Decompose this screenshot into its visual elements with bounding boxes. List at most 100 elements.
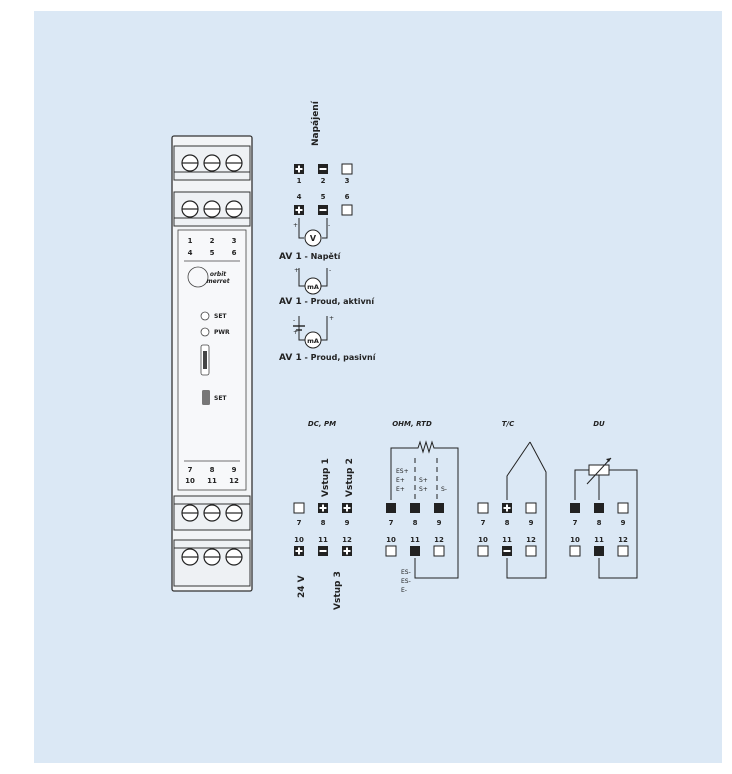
logo-text-2: merret (206, 278, 230, 285)
ohm-pin-7 (386, 503, 396, 513)
output-pin-5 (318, 205, 328, 215)
module-pin-9: 9 (232, 466, 237, 474)
screw-terminal[interactable] (203, 200, 221, 218)
module-pin-2: 2 (210, 237, 215, 245)
plus-sign: + (293, 222, 298, 229)
ohm-pin-number: 11 (410, 536, 420, 544)
minus-sign: - (328, 222, 330, 229)
ohm-pin-10 (385, 545, 397, 557)
voltmeter-icon (304, 229, 322, 247)
screw-terminal[interactable] (225, 504, 243, 522)
input-thermocouple: T/C 7 8 9 10 11 12 (477, 420, 547, 579)
output-pin-1 (294, 164, 304, 174)
du-pin-8 (594, 503, 604, 513)
minus-sign: - (293, 317, 295, 324)
module-pin-7: 7 (188, 466, 193, 474)
input-dc-pm: DC, PM Vstup 1 Vstup 2 7 8 9 10 11 12 24… (293, 420, 355, 610)
du-pin-12 (617, 545, 629, 557)
input3-label: Vstup 3 (333, 571, 343, 610)
ohm-pin-number: 12 (434, 536, 444, 544)
ohm-label-es-minus: ES- (401, 569, 411, 576)
ohm-pin-number: 9 (437, 519, 442, 527)
logo-text-1: orbit (210, 271, 227, 278)
dc-pin-11 (318, 546, 328, 556)
set-button-label: SET (214, 395, 227, 402)
dc-pin-number: 9 (345, 519, 350, 527)
output-pin-2 (318, 164, 328, 174)
dc-pin-number: 12 (342, 536, 352, 544)
du-pin-number: 7 (573, 519, 578, 527)
du-pin-number: 11 (594, 536, 604, 544)
input-potentiometer: DU 7 8 9 10 11 12 (569, 420, 638, 579)
tc-pin-8 (502, 503, 512, 513)
dc-pin-8 (318, 503, 328, 513)
module-pin-4: 4 (188, 249, 193, 257)
supply-label: Napájení (311, 100, 321, 146)
plus-sign: + (329, 315, 334, 322)
input2-label: Vstup 2 (345, 458, 355, 497)
tc-pin-number: 11 (502, 536, 512, 544)
ohm-label-s-plus: S+ (419, 486, 428, 493)
screw-terminal[interactable] (225, 154, 243, 172)
tc-pin-12 (525, 545, 537, 557)
input-ohm-rtd: OHM, RTD ES+ E+ E+ S+ S+ S- 7 8 9 10 11 … (385, 420, 459, 594)
output-pin-number: 3 (345, 177, 350, 185)
voltmeter-symbol: V (310, 234, 317, 243)
screw-terminal[interactable] (181, 200, 199, 218)
screw-terminal[interactable] (203, 504, 221, 522)
tc-pin-number: 12 (526, 536, 536, 544)
screw-terminal[interactable] (225, 200, 243, 218)
screw-terminal[interactable] (225, 548, 243, 566)
din-module: 1 2 3 4 5 6 orbit merret SET PWR SET 7 8… (171, 135, 253, 592)
ammeter-passive-symbol: mA (307, 337, 319, 345)
du-pin-10 (569, 545, 581, 557)
dc-pin-10 (294, 546, 304, 556)
module-pin-6: 6 (232, 249, 237, 257)
dc-pin-number: 10 (294, 536, 304, 544)
screw-terminal[interactable] (181, 154, 199, 172)
ohm-label-e-minus: E- (401, 587, 407, 594)
minus-sign: - (329, 267, 331, 274)
output-pin-number: 6 (345, 193, 350, 201)
screw-terminal[interactable] (181, 504, 199, 522)
du-pin-number: 10 (570, 536, 580, 544)
ohm-label-s-plus: S+ (419, 477, 428, 484)
tc-pin-number: 8 (505, 519, 510, 527)
du-pin-7 (570, 503, 580, 513)
dc-pin-number: 8 (321, 519, 326, 527)
voltage-caption: AV 1 - Napětí (279, 251, 342, 262)
set-button[interactable] (202, 390, 210, 405)
output-pin-number: 5 (321, 193, 326, 201)
ohm-pin-number: 10 (386, 536, 396, 544)
input1-label: Vstup 1 (321, 458, 331, 497)
dc-pin-number: 11 (318, 536, 328, 544)
tc-pin-9 (525, 502, 537, 514)
ohm-label-e-plus: E+ (396, 486, 405, 493)
screw-terminal[interactable] (203, 548, 221, 566)
screw-terminal[interactable] (181, 548, 199, 566)
ohm-pin-number: 7 (389, 519, 394, 527)
dc-pin-7 (293, 502, 305, 514)
tc-pin-number: 9 (529, 519, 534, 527)
tc-pin-11 (502, 546, 512, 556)
ohm-pin-11 (410, 546, 420, 556)
plus-sign: + (294, 267, 299, 274)
module-pin-10: 10 (185, 477, 195, 485)
pwr-led-icon (200, 327, 210, 337)
module-pin-3: 3 (232, 237, 237, 245)
screw-terminal[interactable] (203, 154, 221, 172)
dc-pin-12 (342, 546, 352, 556)
module-pin-12: 12 (229, 477, 239, 485)
ohm-label-es-minus: ES- (401, 578, 411, 585)
ohm-pin-8 (410, 503, 420, 513)
output-wiring: Napájení 1 2 3 4 5 6 V + - AV 1 - Napětí… (279, 100, 377, 363)
set-led-icon (200, 311, 210, 321)
tc-pin-10 (477, 545, 489, 557)
front-panel (177, 229, 247, 491)
ohm-label-es-plus: ES+ (396, 468, 409, 475)
potentiometer-icon (588, 464, 610, 476)
tc-pin-7 (477, 502, 489, 514)
output-pin-number: 2 (321, 177, 326, 185)
ohm-label-s-minus: S- (441, 486, 447, 493)
